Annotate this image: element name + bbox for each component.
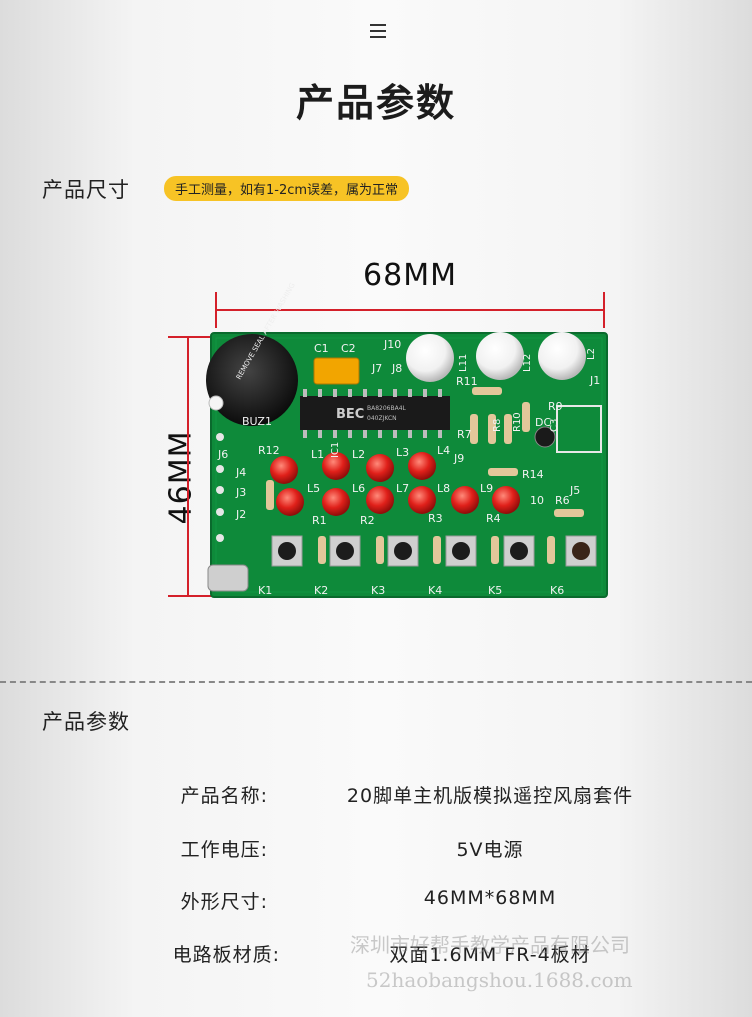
svg-text:IC1: IC1 [330,442,341,458]
svg-text:040ZJKCN: 040ZJKCN [367,415,397,422]
svg-text:BUZ1: BUZ1 [242,415,272,428]
spec-key: 工作电压: [180,839,268,861]
svg-text:L7: L7 [396,482,409,495]
red-led-3 [366,454,394,482]
svg-text:J6: J6 [217,448,228,461]
white-led-1 [406,334,454,382]
spec-key: 外形尺寸: [180,891,268,913]
red-led-6 [322,488,350,516]
size-section-label: 产品尺寸 [42,178,130,202]
svg-text:K6: K6 [550,584,564,597]
svg-text:J2: J2 [235,508,246,521]
battery-clip [207,564,249,592]
svg-text:C2: C2 [341,342,356,355]
red-led-9 [451,486,479,514]
width-dimension-line [215,292,605,328]
watermark-company: 深圳市好帮手教学产品有限公司 [350,933,630,957]
svg-text:J7: J7 [371,362,382,375]
buzzer [206,334,298,426]
height-dimension-line [168,336,215,597]
red-led-7 [366,486,394,514]
spec-key: 产品名称: [180,785,268,807]
measurement-note-badge: 手工测量，如有1-2cm误差，属为正常 [164,176,410,201]
svg-text:DC: DC [535,416,551,429]
svg-text:R4: R4 [486,512,501,525]
svg-text:J10: J10 [383,338,401,351]
svg-text:J1: J1 [589,374,600,387]
svg-text:R3: R3 [428,512,443,525]
svg-text:J4: J4 [235,466,246,479]
svg-text:10: 10 [530,494,544,507]
svg-text:L3: L3 [396,446,409,459]
ic-chip [300,396,450,430]
svg-text:J3: J3 [235,486,246,499]
svg-text:R11: R11 [456,375,478,388]
svg-text:L5: L5 [307,482,320,495]
watermark-url: 52haobangshou.1688.com [366,968,633,992]
width-dimension-label: 68MM [363,258,457,293]
red-led-1 [270,456,298,484]
page-title: 产品参数 [295,81,456,125]
svg-text:R6: R6 [555,494,570,507]
svg-text:J8: J8 [391,362,402,375]
svg-text:C1: C1 [314,342,329,355]
spec-value: 46MM*68MM [423,887,557,909]
spec-value: 双面1.6MM FR-4板材 [389,944,591,966]
red-led-5 [276,488,304,516]
svg-text:L4: L4 [437,444,450,457]
svg-text:R2: R2 [360,514,375,527]
svg-text:BA8206BA4L: BA8206BA4L [367,405,407,412]
svg-text:L12: L12 [522,354,533,372]
svg-text:L2: L2 [352,448,365,461]
svg-text:BEC: BEC [336,407,364,422]
svg-text:R8: R8 [492,419,503,432]
svg-text:L2: L2 [586,348,597,360]
hamburger-menu-icon[interactable] [370,24,386,38]
white-led-3 [538,332,586,380]
svg-text:R14: R14 [522,468,544,481]
dc-jack [556,405,602,453]
resistors [266,387,584,564]
red-led-2 [322,452,350,480]
capacitor-c3 [534,426,556,448]
params-section-label: 产品参数 [42,710,130,734]
svg-text:R10: R10 [512,412,523,432]
svg-text:K2: K2 [314,584,328,597]
red-led-8 [408,486,436,514]
svg-text:R7: R7 [457,428,472,441]
svg-text:L9: L9 [480,482,493,495]
svg-text:R12: R12 [258,444,280,457]
spec-value: 20脚单主机版模拟遥控风扇套件 [346,785,634,807]
svg-text:L8: L8 [437,482,450,495]
svg-text:L1: L1 [311,448,324,461]
pcb-board-illustration: REMOVE SEAL AFTER WASHING BEC BA8206BA4L… [168,282,608,598]
push-buttons [271,535,597,567]
spec-value: 5V电源 [456,839,524,861]
white-led-2 [476,332,524,380]
svg-text:L6: L6 [352,482,365,495]
svg-text:R9: R9 [548,400,563,413]
section-divider [0,681,752,683]
svg-text:K5: K5 [488,584,502,597]
svg-text:C3: C3 [549,419,560,432]
svg-text:J5: J5 [569,484,580,497]
svg-text:R1: R1 [312,514,327,527]
spec-key: 电路板材质: [172,944,280,966]
svg-text:L11: L11 [458,354,469,372]
red-led-4 [408,452,436,480]
svg-text:J9: J9 [453,452,464,465]
silkscreen-labels: BUZ1 C1 C2 J10 J7 J8 J1 R11 R9 DC R7 R12… [217,338,600,597]
svg-text:K4: K4 [428,584,442,597]
svg-text:K1: K1 [258,584,272,597]
red-led-10 [492,486,520,514]
svg-text:K3: K3 [371,584,385,597]
capacitor-c1 [313,357,360,385]
